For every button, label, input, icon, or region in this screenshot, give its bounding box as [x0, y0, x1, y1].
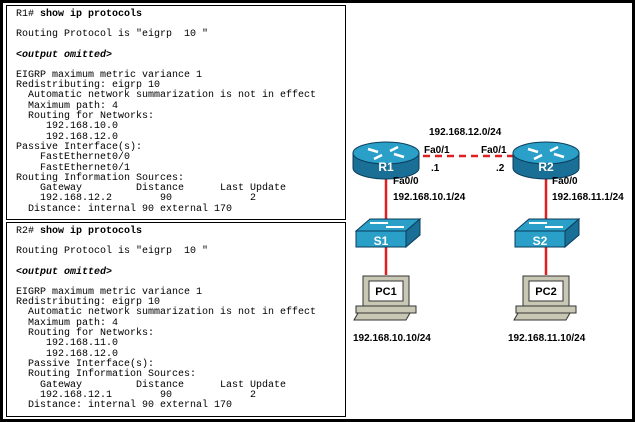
pc-name: PC1 — [375, 286, 396, 298]
switch-s1-icon[interactable]: S1 — [354, 217, 422, 249]
pc1-icon[interactable]: PC1 — [353, 275, 417, 321]
pc2-icon[interactable]: PC2 — [513, 275, 577, 321]
output-line: Distance: internal 90 external 170 — [16, 203, 233, 215]
r1-lan-if-label: Fa0/0 — [393, 176, 419, 187]
pc-base — [515, 305, 577, 314]
switch-front — [355, 230, 407, 248]
output-line: Maximum path: 4 — [16, 317, 119, 329]
output-line: Routing Information Sources: — [16, 369, 197, 381]
r2-wan-host-label: .2 — [496, 163, 505, 174]
protocol-line: Routing Protocol is "eigrp 10 " — [16, 246, 209, 258]
output-line: 192.168.12.2 90 2 — [16, 193, 257, 205]
prompt: R2# — [16, 226, 35, 237]
r2-lan-ip-label: 192.168.11.1/24 — [552, 192, 624, 203]
command: show ip protocols — [40, 9, 143, 20]
output-line: EIGRP maximum metric variance 1 — [16, 69, 203, 81]
router-top — [352, 141, 420, 165]
links — [384, 154, 548, 275]
switch-arrows — [529, 222, 563, 228]
r1-wan-host-label: .1 — [431, 163, 440, 174]
omitted-note: <output omitted> — [16, 266, 113, 278]
output-line: 192.168.12.0 — [16, 131, 119, 143]
prompt: R1# — [16, 9, 35, 20]
output-line: 192.168.11.0 — [16, 338, 119, 350]
output-line: Maximum path: 4 — [16, 100, 119, 112]
pc2-ip-label: 192.168.11.10/24 — [508, 333, 586, 344]
pc-keyboard — [353, 312, 411, 321]
switch-arrows — [370, 222, 404, 228]
router-r2-icon[interactable]: R2 — [512, 141, 580, 180]
output-line: Routing for Networks: — [16, 111, 155, 123]
output-line: 192.168.10.0 — [16, 121, 119, 133]
r2-lan-if-label: Fa0/0 — [552, 176, 578, 187]
router-arrows — [527, 145, 565, 161]
pc-name: PC2 — [535, 286, 556, 298]
omitted-note: <output omitted> — [16, 49, 113, 61]
switch-s2-icon[interactable]: S2 — [513, 217, 581, 249]
output-line: Gateway Distance Last Update — [16, 183, 287, 195]
switch-front — [514, 230, 566, 248]
r1-lan-ip-label: 192.168.10.1/24 — [393, 192, 466, 203]
output-line: FastEthernet0/0 — [16, 152, 131, 164]
link-network-label: 192.168.12.0/24 — [429, 127, 502, 138]
switch-name: S2 — [533, 234, 548, 248]
pc-screen — [368, 280, 404, 302]
output-line: Automatic network summarization is not i… — [16, 90, 317, 102]
router-r1-icon[interactable]: R1 — [352, 141, 420, 180]
router-arrows — [367, 145, 405, 161]
pc-base — [355, 305, 417, 314]
topology-diagram: R1 R2 S1 S2 PC1 PC2 — [352, 141, 581, 321]
switch-name: S1 — [374, 234, 389, 248]
output-line: Automatic network summarization is not i… — [16, 307, 317, 319]
protocol-line: Routing Protocol is "eigrp 10 " — [16, 29, 209, 41]
output-line: EIGRP maximum metric variance 1 — [16, 286, 203, 298]
output-line: Passive Interface(s): — [16, 358, 155, 370]
output-line: Gateway Distance Last Update — [16, 379, 287, 391]
router-top — [512, 141, 580, 165]
pc-keyboard — [513, 312, 571, 321]
output-line: FastEthernet0/1 — [16, 162, 131, 174]
output-line: Redistributing: eigrp 10 — [16, 80, 161, 92]
output-line: Redistributing: eigrp 10 — [16, 297, 161, 309]
output-line: Routing for Networks: — [16, 328, 155, 340]
pc1-ip-label: 192.168.10.10/24 — [353, 333, 431, 344]
command: show ip protocols — [40, 226, 143, 237]
r1-wan-if-label: Fa0/1 — [424, 145, 450, 156]
output-line: 192.168.12.1 90 2 — [16, 389, 257, 401]
output-line: Distance: internal 90 external 170 — [16, 400, 233, 412]
output-line: Passive Interface(s): — [16, 141, 143, 153]
pc-screen — [528, 280, 564, 302]
output-line: Routing Information Sources: — [16, 172, 185, 184]
router-name: R2 — [538, 160, 554, 174]
output-line: 192.168.12.0 — [16, 348, 119, 360]
router-name: R1 — [378, 160, 394, 174]
r2-wan-if-label: Fa0/1 — [481, 145, 507, 156]
